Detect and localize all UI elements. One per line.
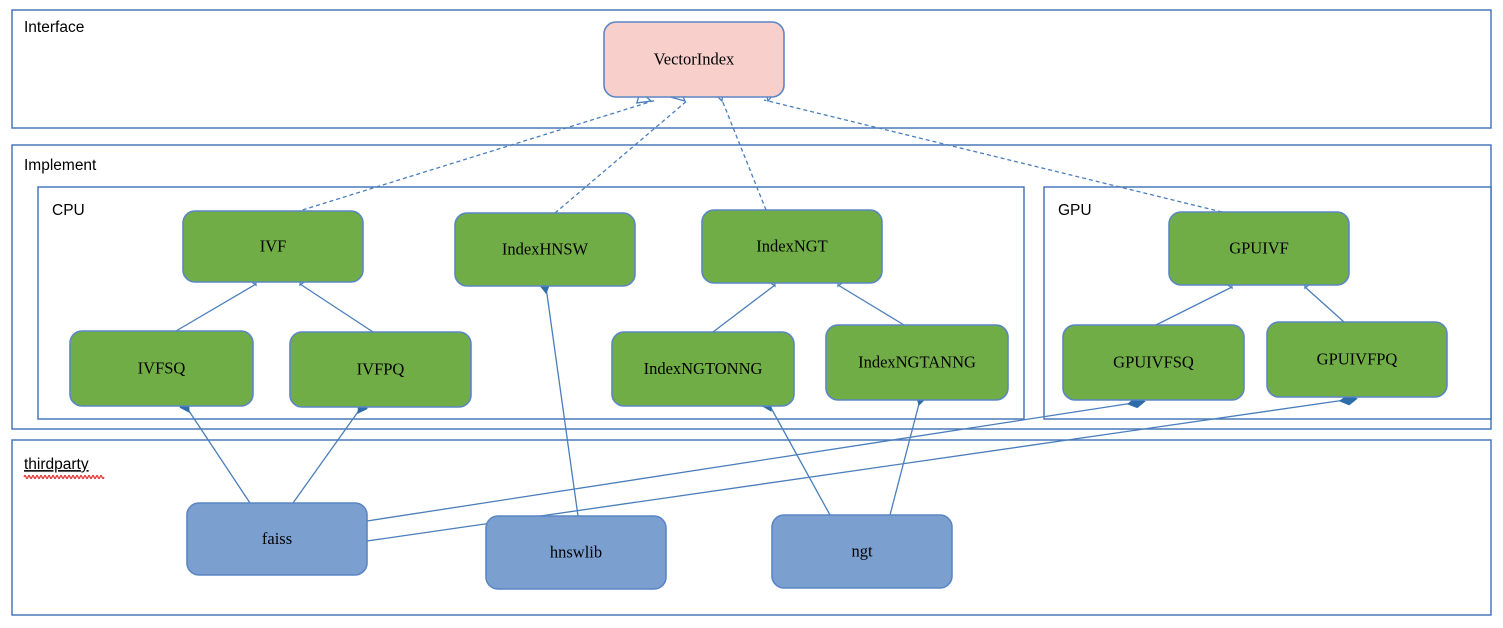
node-box-ivf[interactable] — [182, 210, 364, 283]
node-ivfsq[interactable]: IVFSQ — [69, 330, 254, 407]
node-faiss[interactable]: faiss — [186, 502, 368, 576]
edge-line — [545, 286, 579, 517]
node-indexhnsw[interactable]: IndexHNSW — [454, 212, 636, 287]
node-gpuivfsq[interactable]: GPUIVFSQ — [1062, 324, 1245, 401]
node-ivf[interactable]: IVF — [182, 210, 364, 283]
node-label-indexngtonng: IndexNGTONNG — [644, 359, 763, 378]
node-ngt[interactable]: ngt — [771, 514, 953, 589]
edge-line — [1304, 286, 1345, 323]
edge-line — [721, 99, 767, 211]
node-label-gpuivf: GPUIVF — [1229, 238, 1289, 257]
node-label-ngt: ngt — [851, 541, 873, 560]
node-label-ivf: IVF — [260, 236, 287, 255]
node-label-hnswlib: hnswlib — [550, 542, 602, 561]
edge-line — [186, 407, 251, 504]
node-box-hnswlib[interactable] — [485, 515, 667, 590]
node-box-ngt[interactable] — [771, 514, 953, 589]
node-gpuivf[interactable]: GPUIVF — [1168, 211, 1350, 286]
edge-line — [366, 402, 1134, 522]
node-box-ivfsq[interactable] — [69, 330, 254, 407]
edge-line — [299, 283, 374, 333]
node-box-faiss[interactable] — [186, 502, 368, 576]
container-label-implement: Implement — [24, 157, 97, 174]
edge-line — [175, 283, 257, 332]
edge-line — [1155, 286, 1233, 326]
node-box-ivfpq[interactable] — [289, 331, 472, 408]
node-label-indexngt: IndexNGT — [756, 236, 827, 255]
edge-line — [763, 99, 1223, 213]
node-vectorindex[interactable]: VectorIndex — [603, 21, 785, 98]
node-ivfpq[interactable]: IVFPQ — [289, 331, 472, 408]
node-box-gpuivf[interactable] — [1168, 211, 1350, 286]
node-box-indexngtonng[interactable] — [611, 331, 795, 407]
node-box-indexngtanng[interactable] — [825, 324, 1009, 401]
spellcheck-underline-thirdparty — [23, 474, 105, 480]
node-box-vectorindex[interactable] — [603, 21, 785, 98]
node-box-indexhnsw[interactable] — [454, 212, 636, 287]
container-label-gpu: GPU — [1058, 202, 1092, 219]
edge-line — [554, 99, 689, 214]
edge-line — [769, 405, 831, 516]
node-indexngtanng[interactable]: IndexNGTANNG — [825, 324, 1009, 401]
edge-line — [837, 284, 905, 326]
edge-line — [889, 399, 921, 516]
node-label-ivfpq: IVFPQ — [357, 359, 405, 378]
node-label-indexhnsw: IndexHNSW — [502, 239, 589, 258]
node-box-gpuivfpq[interactable] — [1266, 321, 1448, 398]
edge-line — [712, 284, 776, 333]
container-label-thirdparty: thirdparty — [24, 456, 89, 473]
container-label-cpu: CPU — [52, 202, 85, 219]
node-label-vectorindex: VectorIndex — [654, 49, 735, 68]
node-label-faiss: faiss — [262, 529, 292, 548]
node-indexngt[interactable]: IndexNGT — [701, 209, 883, 284]
node-hnswlib[interactable]: hnswlib — [485, 515, 667, 590]
container-label-interface: Interface — [24, 19, 84, 36]
node-label-gpuivfpq: GPUIVFPQ — [1317, 349, 1398, 368]
node-label-indexngtanng: IndexNGTANNG — [858, 352, 976, 371]
node-indexngtonng[interactable]: IndexNGTONNG — [611, 331, 795, 407]
node-box-indexngt[interactable] — [701, 209, 883, 284]
node-label-gpuivfsq: GPUIVFSQ — [1113, 352, 1194, 371]
node-box-gpuivfsq[interactable] — [1062, 324, 1245, 401]
edge-line — [292, 408, 361, 504]
node-gpuivfpq[interactable]: GPUIVFPQ — [1266, 321, 1448, 398]
node-label-ivfsq: IVFSQ — [138, 358, 186, 377]
